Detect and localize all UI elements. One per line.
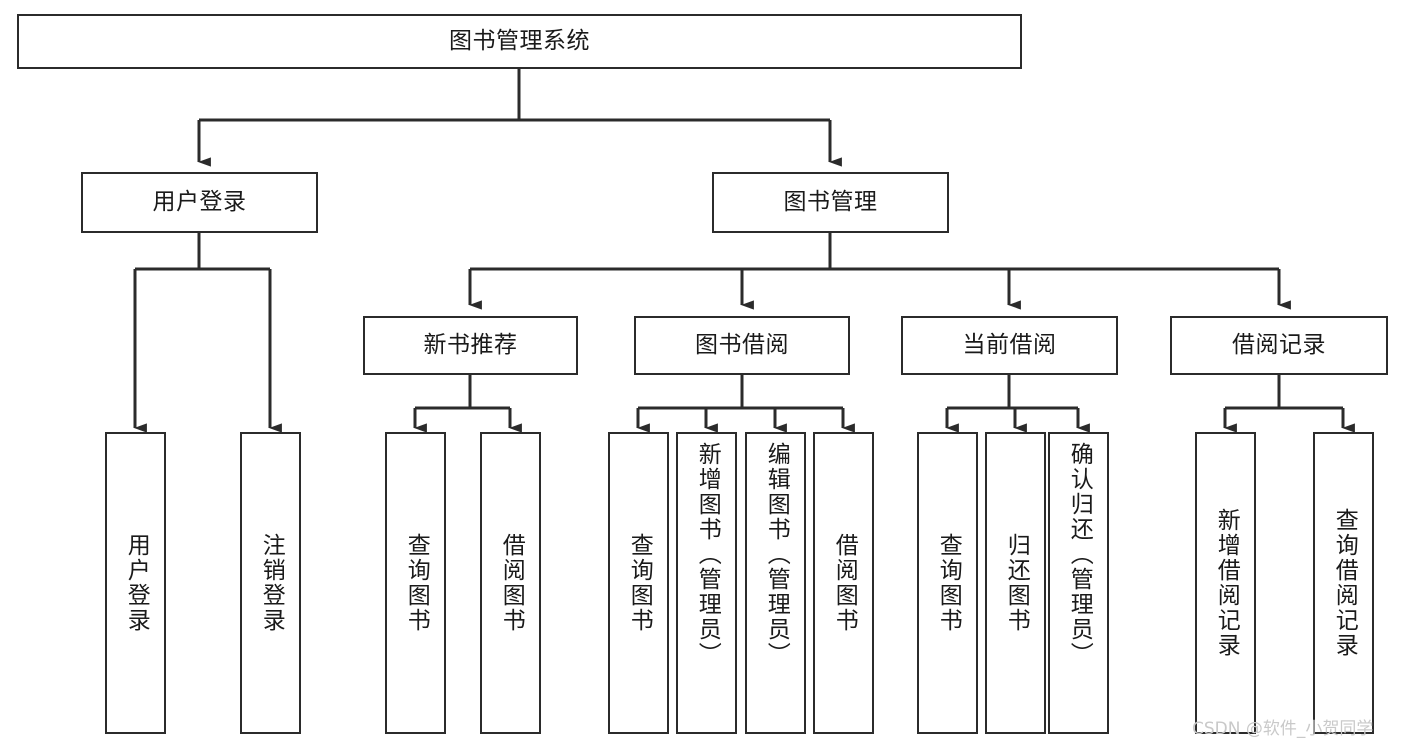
leaf-query-record[interactable]: 查询借阅记录 bbox=[1313, 432, 1374, 734]
leaf-query-book-1[interactable]: 查询图书 bbox=[385, 432, 446, 734]
leaf-confirm-return[interactable]: 确认归还（管理员） bbox=[1048, 432, 1109, 734]
leaf-query-book-2[interactable]: 查询图书 bbox=[608, 432, 669, 734]
leaf-query-record-label: 查询借阅记录 bbox=[1331, 508, 1358, 658]
leaf-query-book-3[interactable]: 查询图书 bbox=[917, 432, 978, 734]
leaf-return-book-label: 归还图书 bbox=[1003, 533, 1030, 633]
leaf-query-book-1-label: 查询图书 bbox=[403, 533, 430, 633]
node-current-borrow[interactable]: 当前借阅 bbox=[901, 316, 1118, 375]
node-book-manage-label: 图书管理 bbox=[783, 188, 878, 215]
node-borrow-record[interactable]: 借阅记录 bbox=[1170, 316, 1388, 375]
node-root[interactable]: 图书管理系统 bbox=[17, 14, 1022, 69]
leaf-query-book-2-label: 查询图书 bbox=[626, 533, 653, 633]
leaf-user-login[interactable]: 用户登录 bbox=[105, 432, 166, 734]
node-book-borrow[interactable]: 图书借阅 bbox=[634, 316, 850, 375]
leaf-borrow-book-2-label: 借阅图书 bbox=[831, 533, 858, 633]
leaf-add-book[interactable]: 新增图书（管理员） bbox=[676, 432, 737, 734]
leaf-borrow-book-2[interactable]: 借阅图书 bbox=[813, 432, 874, 734]
leaf-query-book-3-label: 查询图书 bbox=[935, 533, 962, 633]
leaf-add-record[interactable]: 新增借阅记录 bbox=[1195, 432, 1256, 734]
leaf-user-logout-label: 注销登录 bbox=[258, 533, 285, 633]
node-new-book-recommend[interactable]: 新书推荐 bbox=[363, 316, 578, 375]
leaf-edit-book[interactable]: 编辑图书（管理员） bbox=[745, 432, 806, 734]
node-borrow-record-label: 借阅记录 bbox=[1232, 331, 1326, 358]
leaf-borrow-book-1[interactable]: 借阅图书 bbox=[480, 432, 541, 734]
leaf-borrow-book-1-label: 借阅图书 bbox=[498, 533, 525, 633]
leaf-edit-book-label: 编辑图书（管理员） bbox=[763, 442, 790, 667]
leaf-add-book-label: 新增图书（管理员） bbox=[694, 442, 721, 667]
leaf-user-login-label: 用户登录 bbox=[123, 533, 150, 633]
leaf-add-record-label: 新增借阅记录 bbox=[1213, 508, 1240, 658]
leaf-user-logout[interactable]: 注销登录 bbox=[240, 432, 301, 734]
node-user-login[interactable]: 用户登录 bbox=[81, 172, 318, 233]
leaf-confirm-return-label: 确认归还（管理员） bbox=[1066, 442, 1093, 667]
node-user-login-label: 用户登录 bbox=[152, 188, 247, 215]
node-book-manage[interactable]: 图书管理 bbox=[712, 172, 949, 233]
leaf-return-book[interactable]: 归还图书 bbox=[985, 432, 1046, 734]
node-root-label: 图书管理系统 bbox=[449, 27, 590, 54]
node-book-borrow-label: 图书借阅 bbox=[695, 331, 789, 358]
node-current-borrow-label: 当前借阅 bbox=[962, 331, 1057, 358]
node-new-book-recommend-label: 新书推荐 bbox=[423, 331, 518, 358]
